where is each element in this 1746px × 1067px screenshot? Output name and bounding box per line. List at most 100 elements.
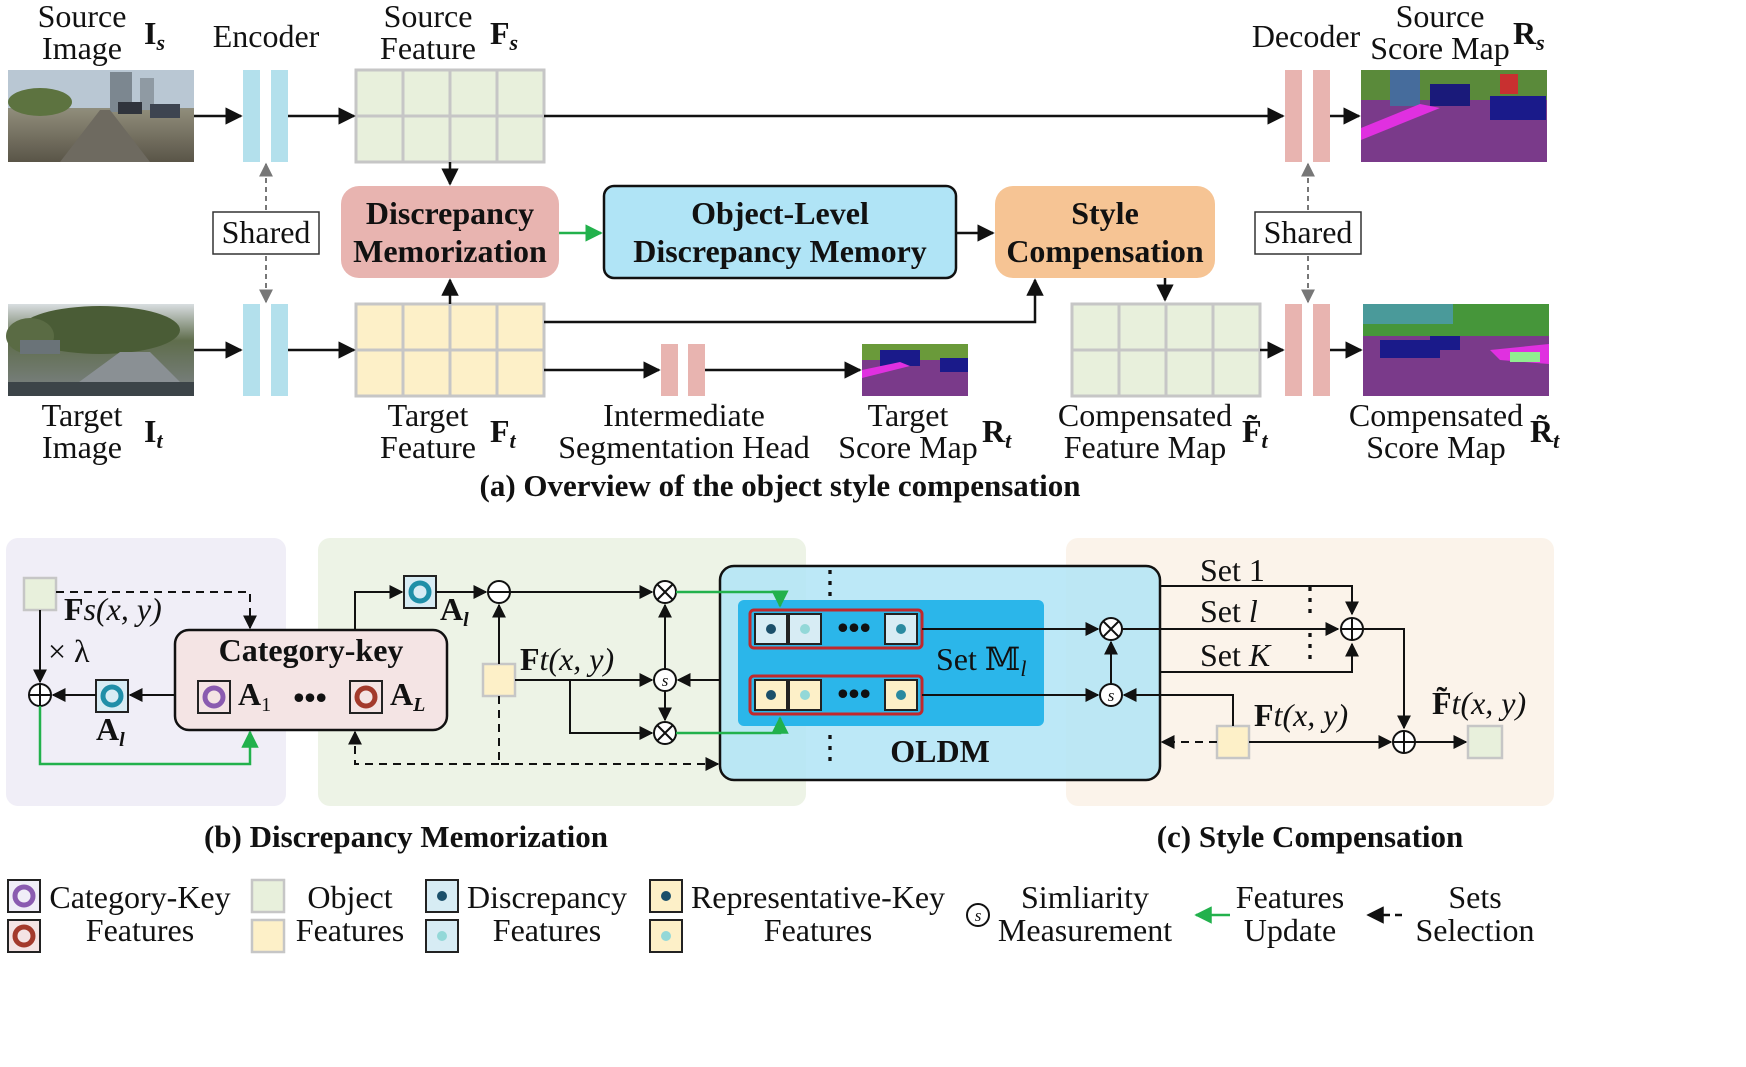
decoder-label: Decoder — [1252, 18, 1361, 54]
sc-label-2: Compensation — [1006, 233, 1204, 269]
target-feature-label-2: Feature — [380, 429, 476, 465]
oldm-vdots-top: ⋮ — [814, 564, 846, 600]
intermediate-head-label-1: Intermediate — [603, 397, 765, 433]
legend-representative-label-1: Representative-Key — [691, 879, 945, 915]
arrow-update-row2 — [676, 716, 789, 735]
compensated-feature-symbol: F̃t — [1242, 413, 1269, 453]
target-feature-symbol: Ft — [490, 413, 517, 453]
similarity-s-text-c: s — [1108, 686, 1115, 705]
discrepancy-dot-icon — [661, 891, 671, 901]
set-ml-label: Set 𝕄l — [936, 641, 1026, 681]
legend-discrepancy: Discrepancy Features — [425, 879, 627, 953]
row2-dots: ••• — [837, 675, 871, 711]
source-image-symbol: Is — [144, 15, 165, 55]
legend-similarity-label-2: Measurement — [998, 912, 1172, 948]
encoder-bottom — [243, 304, 288, 396]
oplus-icon — [1392, 730, 1416, 754]
source-image-label-1: Source — [38, 0, 127, 34]
legend-category-key-label-1: Category-Key — [49, 879, 230, 915]
al-ring-top — [403, 575, 437, 609]
arrow-oplus-sum — [1363, 628, 1411, 730]
discrepancy-dot-icon — [661, 931, 671, 941]
al-top-label: Al — [440, 591, 469, 631]
discrepancy-dot-icon — [896, 690, 906, 700]
intermediate-seg-head — [661, 344, 705, 396]
shared-right-box — [1254, 211, 1362, 255]
fs-feature-box — [22, 576, 58, 612]
similarity-s-icon — [966, 903, 990, 927]
legend-category-key-label-2: Features — [86, 912, 194, 948]
lambda-label: × λ — [48, 633, 90, 669]
discrepancy-dot-icon — [437, 891, 447, 901]
target-image — [6, 304, 194, 396]
target-score-symbol: Rt — [982, 413, 1012, 453]
decoder-top — [1285, 70, 1330, 162]
otimes-icon — [653, 721, 677, 745]
source-score-symbol: Rs — [1513, 15, 1545, 55]
decoder-bottom — [1285, 304, 1330, 396]
arrow-update-row1 — [676, 590, 789, 608]
ominus-icon — [487, 580, 511, 604]
discrepancy-dot-icon — [800, 690, 810, 700]
panel-b-mid-bg — [318, 538, 806, 806]
setK-label: Set K — [1200, 637, 1272, 673]
setc-vdots-2: ⋮ — [1294, 627, 1326, 663]
oldm-label-2: Discrepancy Memory — [633, 233, 927, 269]
al-bottom-label: Al — [96, 711, 125, 751]
shared-right-label: Shared — [1264, 214, 1353, 250]
dm-label-1: Discrepancy — [366, 195, 534, 231]
source-feature-label-1: Source — [384, 0, 473, 34]
source-feature-grid — [354, 68, 546, 164]
ft-tilde-box — [1466, 724, 1504, 760]
arrow-select-category — [348, 730, 499, 765]
category-key-ring-icon — [12, 884, 36, 908]
a1-label: A1 — [238, 676, 271, 716]
legend-update-label-2: Update — [1244, 912, 1336, 948]
shared-left-label: Shared — [222, 214, 311, 250]
arrow-setK-oplus — [1160, 642, 1359, 673]
arrow-ftc-sim — [1122, 688, 1234, 726]
category-key-ring-icon — [12, 924, 36, 948]
target-score-label-2: Score Map — [838, 429, 978, 465]
style-compensation-box — [995, 186, 1215, 278]
compensated-score-label-2: Score Map — [1366, 429, 1506, 465]
source-image-label-2: Image — [42, 30, 122, 66]
aL-ring — [349, 680, 383, 714]
legend-category-key: Category-Key Features — [7, 879, 231, 953]
target-image-label-2: Image — [42, 429, 122, 465]
category-key-title: Category-key — [219, 632, 404, 668]
arrow-ft-sets-select — [498, 696, 720, 771]
similarity-s-icon: s — [653, 668, 677, 692]
encoder-top — [243, 70, 288, 162]
row1-dots: ••• — [837, 609, 871, 645]
ft-label-c: Ft(x, y) — [1254, 697, 1348, 733]
legend-sets-selection: Sets Selection — [1366, 879, 1535, 948]
panel-b-left-bg — [6, 538, 286, 806]
arrow-tgtfeat-sc — [544, 278, 1044, 324]
discrepancy-memorization-box — [341, 186, 559, 278]
intermediate-head-label-2: Segmentation Head — [558, 429, 809, 465]
compensated-score-symbol: R̃t — [1530, 413, 1560, 453]
discrepancy-row-2 — [748, 674, 924, 716]
arrow-set1-oplus — [1160, 585, 1359, 616]
legend-representative: Representative-Key Features — [649, 879, 945, 953]
legend-representative-label-2: Features — [764, 912, 872, 948]
ft-feature-box-b — [481, 662, 517, 698]
caption-c: (c) Style Compensation — [1157, 819, 1464, 854]
a1-ring — [197, 680, 231, 714]
ft-tilde-label: F̃t(x, y) — [1432, 685, 1526, 721]
source-image — [8, 70, 194, 162]
oldm-large-label: OLDM — [890, 733, 990, 769]
legend-sets-label-1: Sets — [1448, 879, 1501, 915]
oplus-icon — [28, 683, 52, 707]
target-image-symbol: It — [144, 413, 163, 453]
oldm-label-1: Object-Level — [691, 195, 869, 231]
shared-left-box — [212, 211, 320, 255]
arrow-ft-otimes2 — [569, 680, 654, 740]
legend: Category-Key Features Object Features Di… — [7, 878, 1535, 954]
source-score-map — [1361, 70, 1547, 162]
target-image-label-1: Target — [42, 397, 123, 433]
similarity-s-icon: s — [1099, 683, 1123, 707]
caption-b: (b) Discrepancy Memorization — [204, 819, 608, 854]
